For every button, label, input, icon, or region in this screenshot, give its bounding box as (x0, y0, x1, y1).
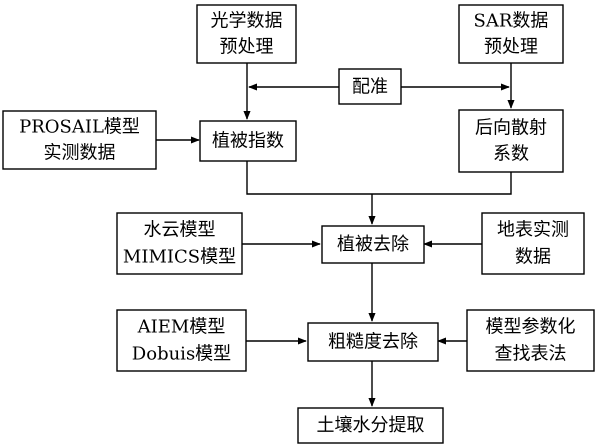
node-water-cloud: 水云模型 MIMICS模型 (116, 212, 243, 275)
node-lookup: 模型参数化 查找表法 (466, 309, 595, 372)
node-sar-preprocess-line-1: SAR数据 (474, 11, 549, 32)
node-prosail: PROSAIL模型 实测数据 (2, 110, 157, 170)
node-backscatter-line-1: 后向散射 (475, 118, 547, 139)
node-veg-removal-label: 植被去除 (337, 234, 409, 255)
node-veg-removal: 植被去除 (321, 225, 425, 264)
node-soil-moisture-label: 土壤水分提取 (317, 415, 425, 436)
node-roughness-removal: 粗糙度去除 (307, 322, 439, 362)
node-lookup-line-2: 查找表法 (495, 344, 567, 365)
node-aiem: AIEM模型 Dobuis模型 (116, 309, 247, 372)
node-registration: 配准 (338, 68, 402, 105)
edge-merge-veg-backscatter (246, 161, 512, 195)
node-lookup-line-1: 模型参数化 (486, 317, 576, 338)
node-surface-measured: 地表实测 数据 (481, 212, 585, 275)
node-sar-preprocess-line-2: 预处理 (484, 37, 538, 58)
node-registration-label: 配准 (352, 77, 388, 98)
node-water-cloud-line-1: 水云模型 (144, 220, 216, 241)
node-optical-preprocess: 光学数据 预处理 (196, 4, 297, 64)
node-prosail-line-2: 实测数据 (44, 143, 116, 164)
node-veg-index: 植被指数 (199, 120, 297, 162)
node-sar-preprocess: SAR数据 预处理 (458, 4, 564, 64)
node-surface-measured-line-1: 地表实测 (497, 220, 569, 241)
node-aiem-line-1: AIEM模型 (137, 317, 226, 338)
node-backscatter-line-2: 系数 (493, 144, 529, 165)
node-veg-index-label: 植被指数 (212, 131, 284, 152)
edges (156, 63, 515, 407)
node-prosail-line-1: PROSAIL模型 (19, 117, 140, 138)
node-roughness-removal-label: 粗糙度去除 (328, 332, 418, 353)
node-aiem-line-2: Dobuis模型 (132, 344, 231, 365)
node-surface-measured-line-2: 数据 (515, 247, 551, 268)
node-optical-preprocess-line-1: 光学数据 (211, 11, 283, 32)
node-soil-moisture: 土壤水分提取 (297, 407, 444, 444)
node-optical-preprocess-line-2: 预处理 (220, 37, 274, 58)
node-water-cloud-line-2: MIMICS模型 (123, 247, 236, 268)
node-backscatter: 后向散射 系数 (458, 109, 564, 173)
